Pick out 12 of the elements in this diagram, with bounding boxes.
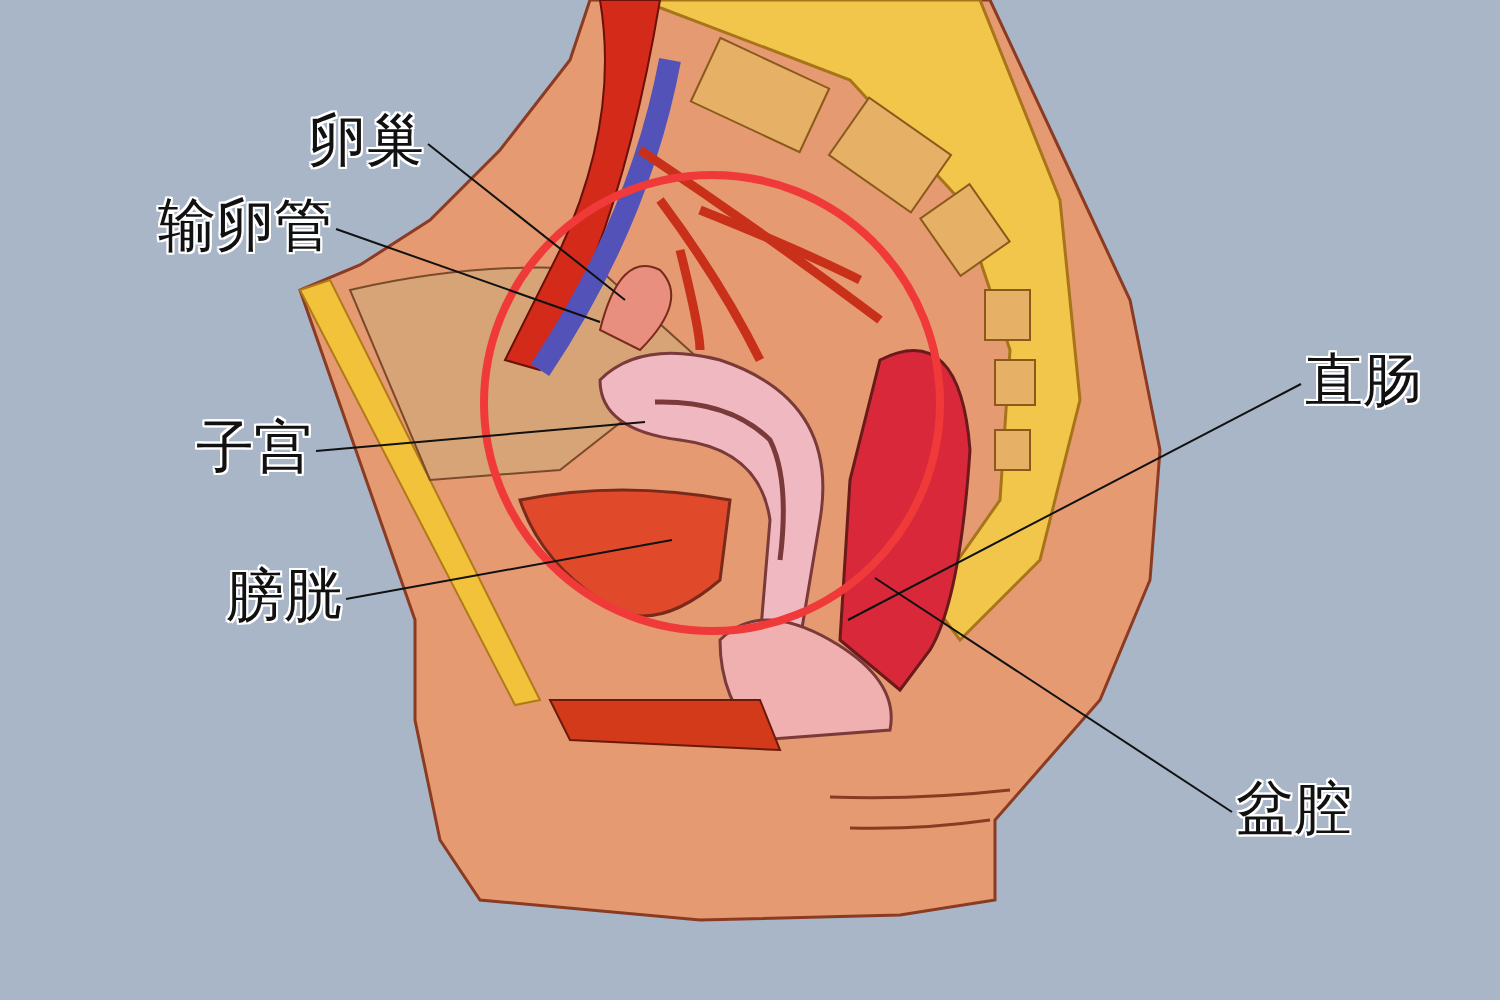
leader-line — [345, 539, 673, 600]
organ-label: 输卵管 — [158, 193, 332, 257]
leader-line — [335, 228, 601, 323]
organ-label: 直肠 — [1305, 348, 1421, 412]
organ-label: 膀胱 — [226, 563, 342, 627]
leader-line — [427, 143, 626, 301]
leader-line — [874, 577, 1233, 813]
leader-line — [315, 421, 646, 452]
organ-label: 卵巢 — [308, 108, 424, 172]
organ-label: 盆腔 — [1236, 776, 1352, 840]
leader-line — [847, 383, 1302, 621]
organ-label: 子宫 — [196, 415, 312, 479]
